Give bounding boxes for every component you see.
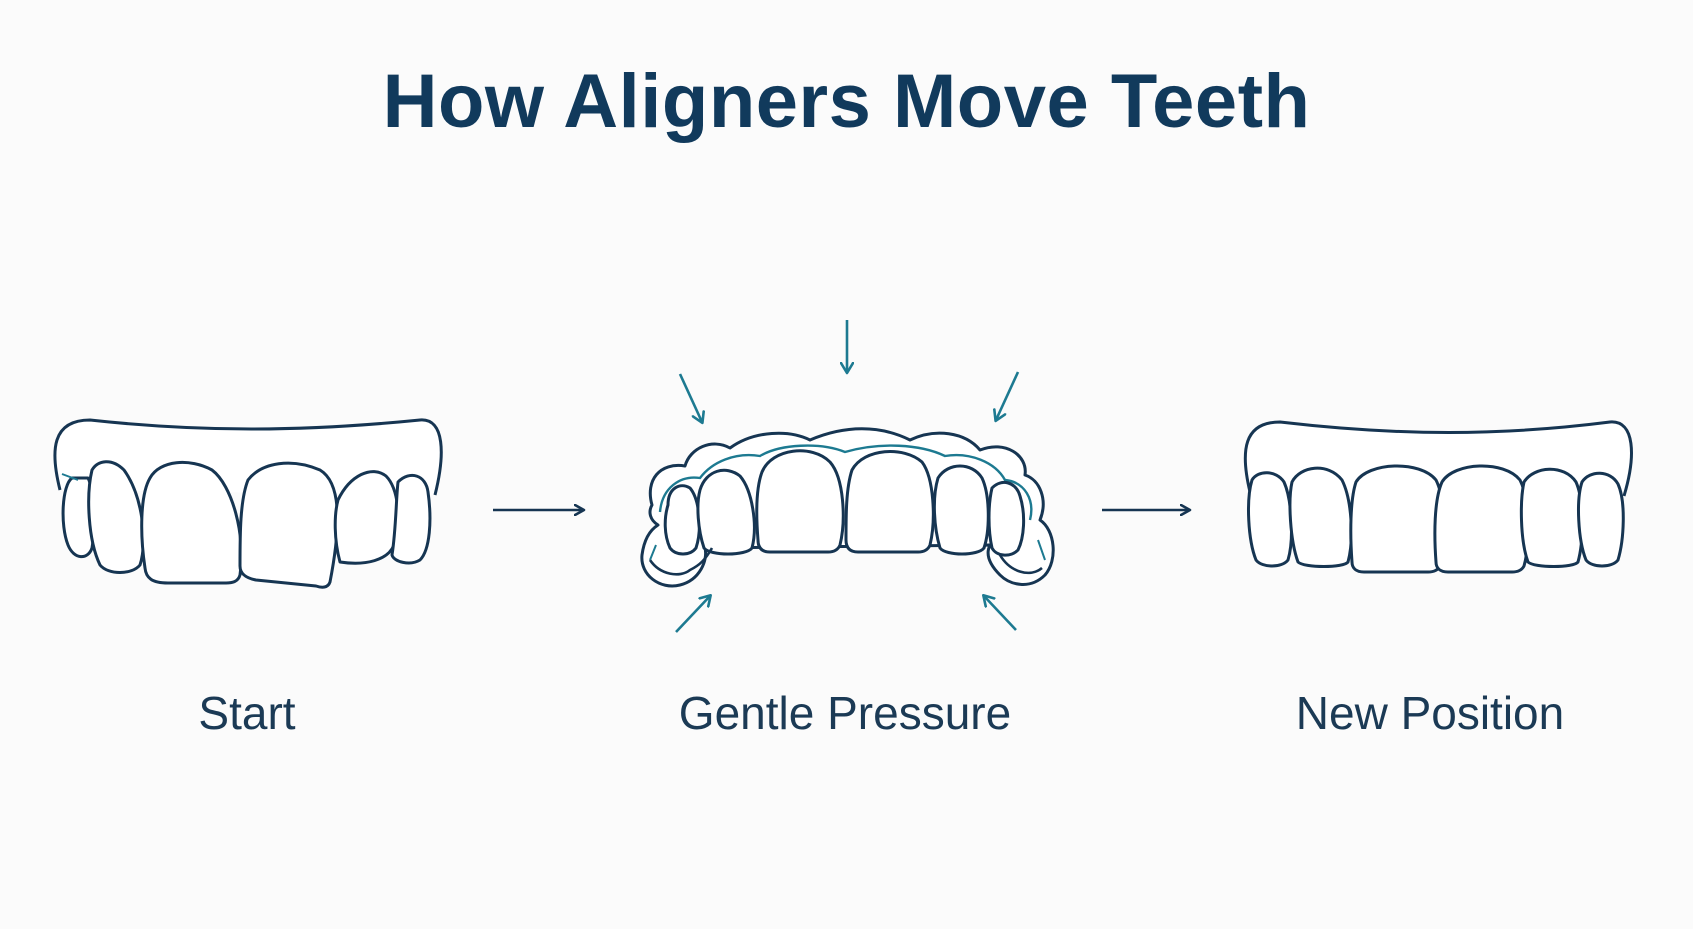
stage-label-new-position: New Position (1295, 687, 1565, 739)
pressure-arrow-upper-left (678, 373, 702, 422)
pressure-arrow-lower-right (984, 596, 1017, 631)
misaligned-teeth-icon (53, 418, 443, 589)
aligner-pressure-icon (640, 427, 1055, 588)
pressure-arrows (675, 320, 1020, 633)
pressure-arrow-lower-left (675, 596, 710, 633)
stage-label-start: Start (198, 687, 296, 739)
stage-label-gentle-pressure: Gentle Pressure (678, 687, 1012, 739)
page-title: How Aligners Move Teeth (382, 59, 1311, 144)
aligned-teeth-icon (1243, 420, 1633, 574)
pressure-arrow-upper-right (996, 371, 1020, 420)
